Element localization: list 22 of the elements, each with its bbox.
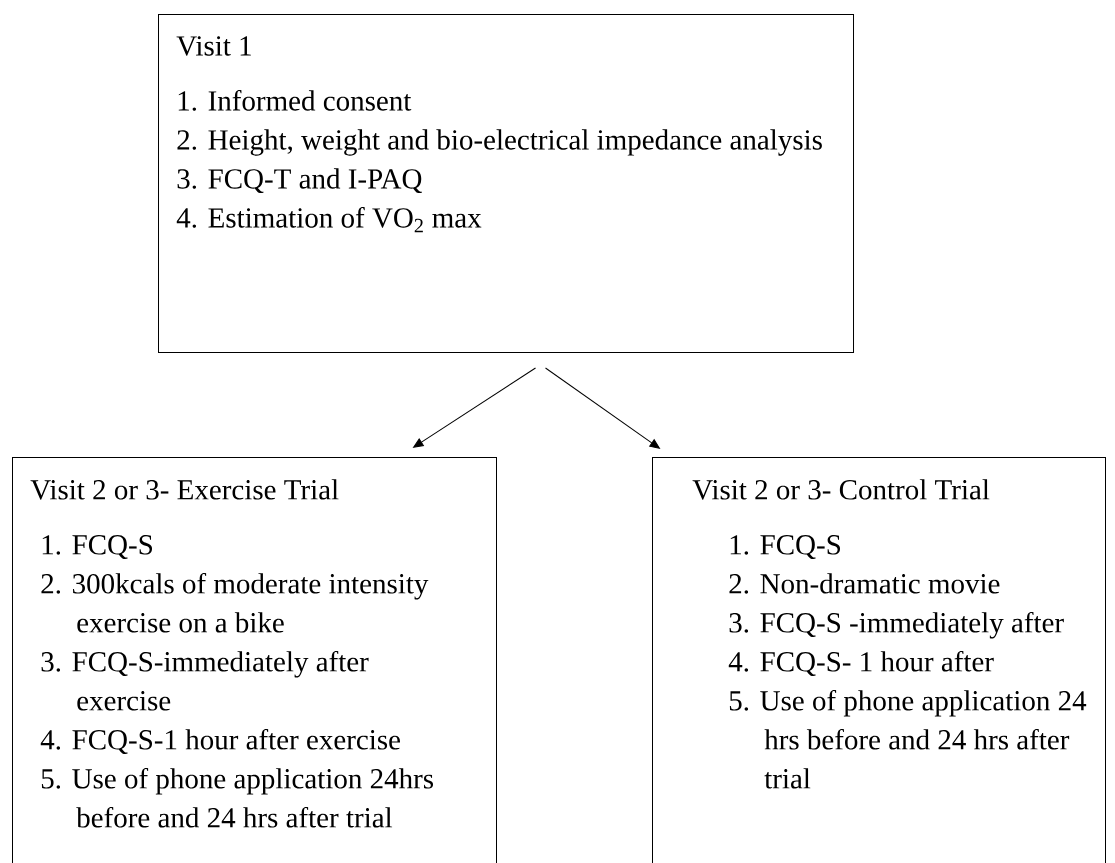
list-item: 4. Estimation of VO$_{2}$ max bbox=[176, 206, 482, 233]
list-item: 2. Height, weight and bio-electrical impedance analysis bbox=[177, 129, 822, 156]
box-heading: Visit 2 or 3- Control Trial bbox=[692, 479, 990, 500]
step-box bbox=[12, 457, 497, 863]
box-heading: Visit 2 or 3- Exercise Trial bbox=[30, 479, 339, 500]
list-item: 5. Use of phone application 24 hrs before and 24 hrs after trial bbox=[729, 689, 1087, 789]
list-item: 3. FCQ-T and I-PAQ bbox=[177, 168, 422, 194]
step-box bbox=[652, 457, 1106, 863]
list-item: 3. FCQ-S-immediately after exercise bbox=[41, 650, 369, 711]
arrow bbox=[545, 367, 660, 449]
list-item: 4. FCQ-S- 1 hour after bbox=[728, 650, 994, 676]
list-item: 5. Use of phone application 24hrs before and 24 hrs after trial bbox=[41, 767, 433, 828]
step-box bbox=[158, 14, 854, 353]
box-heading: Visit 1 bbox=[176, 36, 251, 56]
list-item: 1. FCQ-S bbox=[42, 535, 152, 559]
list-item: 2. Non-dramatic movie bbox=[729, 573, 1000, 594]
list-item: 3. FCQ-S -immediately after bbox=[729, 611, 1064, 639]
list-item: 1. FCQ-S bbox=[730, 535, 840, 559]
list-item: 4. FCQ-S-1 hour after exercise bbox=[40, 728, 400, 754]
arrow bbox=[413, 367, 536, 448]
list-item: 1. Informed consent bbox=[178, 89, 412, 111]
list-item: 2. 300kcals of moderate intensity exercise on a bike bbox=[41, 572, 429, 633]
